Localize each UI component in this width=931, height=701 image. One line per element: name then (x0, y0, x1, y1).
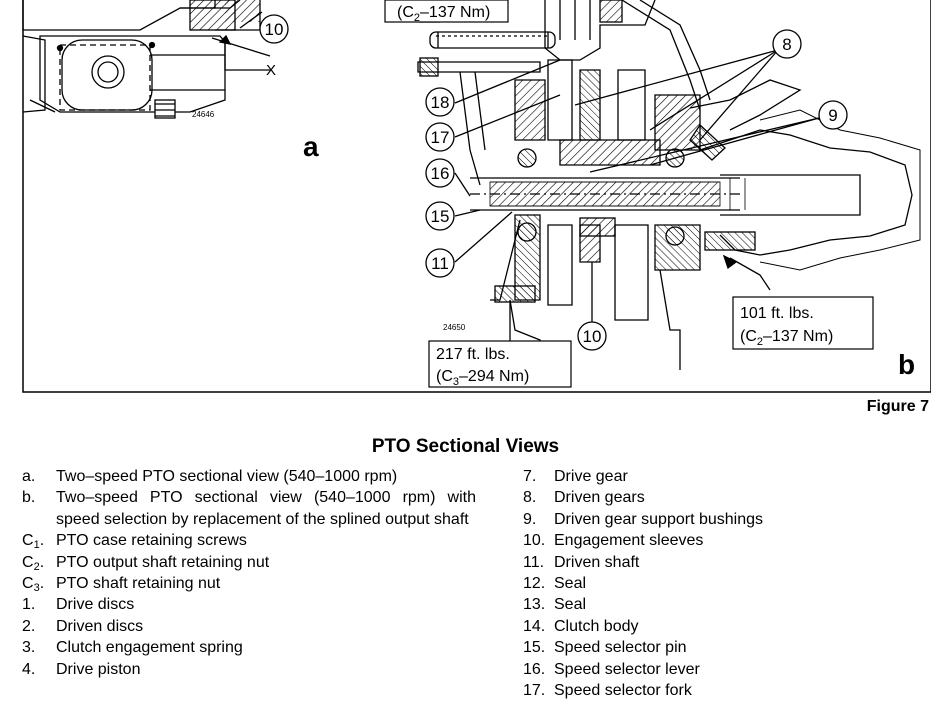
legend-item: 10.Engagement sleeves (523, 532, 704, 550)
callout-15: 15 (431, 207, 450, 226)
legend-item: C1. PTO case retaining screws (22, 532, 247, 552)
torque-right-sub: 2 (757, 336, 763, 348)
legend-item: 1. Drive discs (22, 596, 135, 614)
panel-b-drawing (417, 0, 921, 371)
callout-10-a: 10 (265, 20, 284, 39)
torque-bottom-suffix: –294 Nm) (459, 368, 529, 385)
callout-9: 9 (828, 106, 837, 125)
callout-10-b: 10 (583, 327, 602, 346)
ref-number-b: 24650 (443, 323, 466, 332)
legend-item: 4. Drive piston (22, 660, 141, 678)
torque-right-prefix: (C (740, 328, 757, 345)
torque-box-right (732, 296, 874, 350)
legend-right: 7.Drive gear 8.Driven gears 9.Driven gea… (523, 466, 923, 701)
legend-left: a. Two–speed PTO sectional view (540–100… (22, 466, 502, 680)
torque-bottom-sub: 3 (453, 376, 459, 388)
pto-sectional-figure: X 24646 (22, 0, 931, 393)
legend-item: 3. Clutch engagement spring (22, 639, 243, 657)
legend-item: 15.Speed selector pin (523, 639, 687, 657)
legend-item: 17.Speed selector fork (523, 682, 692, 700)
legend-item: 12.Seal (523, 575, 587, 593)
torque-top-suffix: –137 Nm) (420, 4, 490, 21)
panel-a-drawing (22, 0, 271, 119)
torque-box-top (384, 0, 509, 23)
callout-16: 16 (431, 164, 450, 183)
svg-text:(C3–294 Nm): (C3–294 Nm) (436, 368, 529, 388)
callout-18: 18 (431, 93, 450, 112)
ref-number-a: 24646 (192, 110, 215, 119)
legend-item: 11.Driven shaft (523, 553, 640, 571)
callout-circles (259, 14, 848, 351)
x-mark: X (266, 62, 276, 79)
caption-title: PTO Sectional Views (371, 436, 560, 457)
legend-item: 9.Driven gear support bushings (523, 510, 764, 528)
torque-right-suffix: –137 Nm) (763, 328, 833, 345)
legend-item: a. Two–speed PTO sectional view (540–100… (22, 468, 398, 485)
svg-text:(C2–137 Nm): (C2–137 Nm) (397, 4, 490, 24)
legend-item: 14.Clutch body (523, 617, 639, 635)
legend-item: 2. Driven discs (22, 617, 144, 635)
torque-top-sub: 2 (414, 12, 420, 24)
svg-text:(C2–137 Nm): (C2–137 Nm) (740, 328, 833, 348)
legend-item: C3. PTO shaft retaining nut (22, 575, 221, 595)
figure-frame (22, 0, 931, 393)
torque-box-bottom (428, 340, 572, 388)
legend-item: 7.Drive gear (523, 468, 628, 485)
torque-top-prefix: (C (397, 4, 414, 21)
torque-right-line1: 101 ft. lbs. (740, 305, 814, 322)
legend-item: C2. PTO output shaft retaining nut (22, 553, 270, 573)
figure-number: Figure 7 (866, 398, 929, 415)
legend-item: b. Two–speed PTO sectional view (540–100… (22, 489, 476, 528)
callout-8: 8 (782, 35, 791, 54)
torque-bottom-prefix: (C (436, 368, 453, 385)
legend-item: 8.Driven gears (523, 489, 645, 507)
callout-17: 17 (431, 128, 450, 147)
callout-11: 11 (431, 254, 449, 273)
legend-item: 13.Seal (523, 596, 587, 614)
panel-b-label: b (898, 349, 915, 380)
panel-a-label: a (303, 131, 319, 162)
torque-bottom-line1: 217 ft. lbs. (436, 346, 510, 363)
legend-item: 16.Speed selector lever (523, 660, 700, 678)
